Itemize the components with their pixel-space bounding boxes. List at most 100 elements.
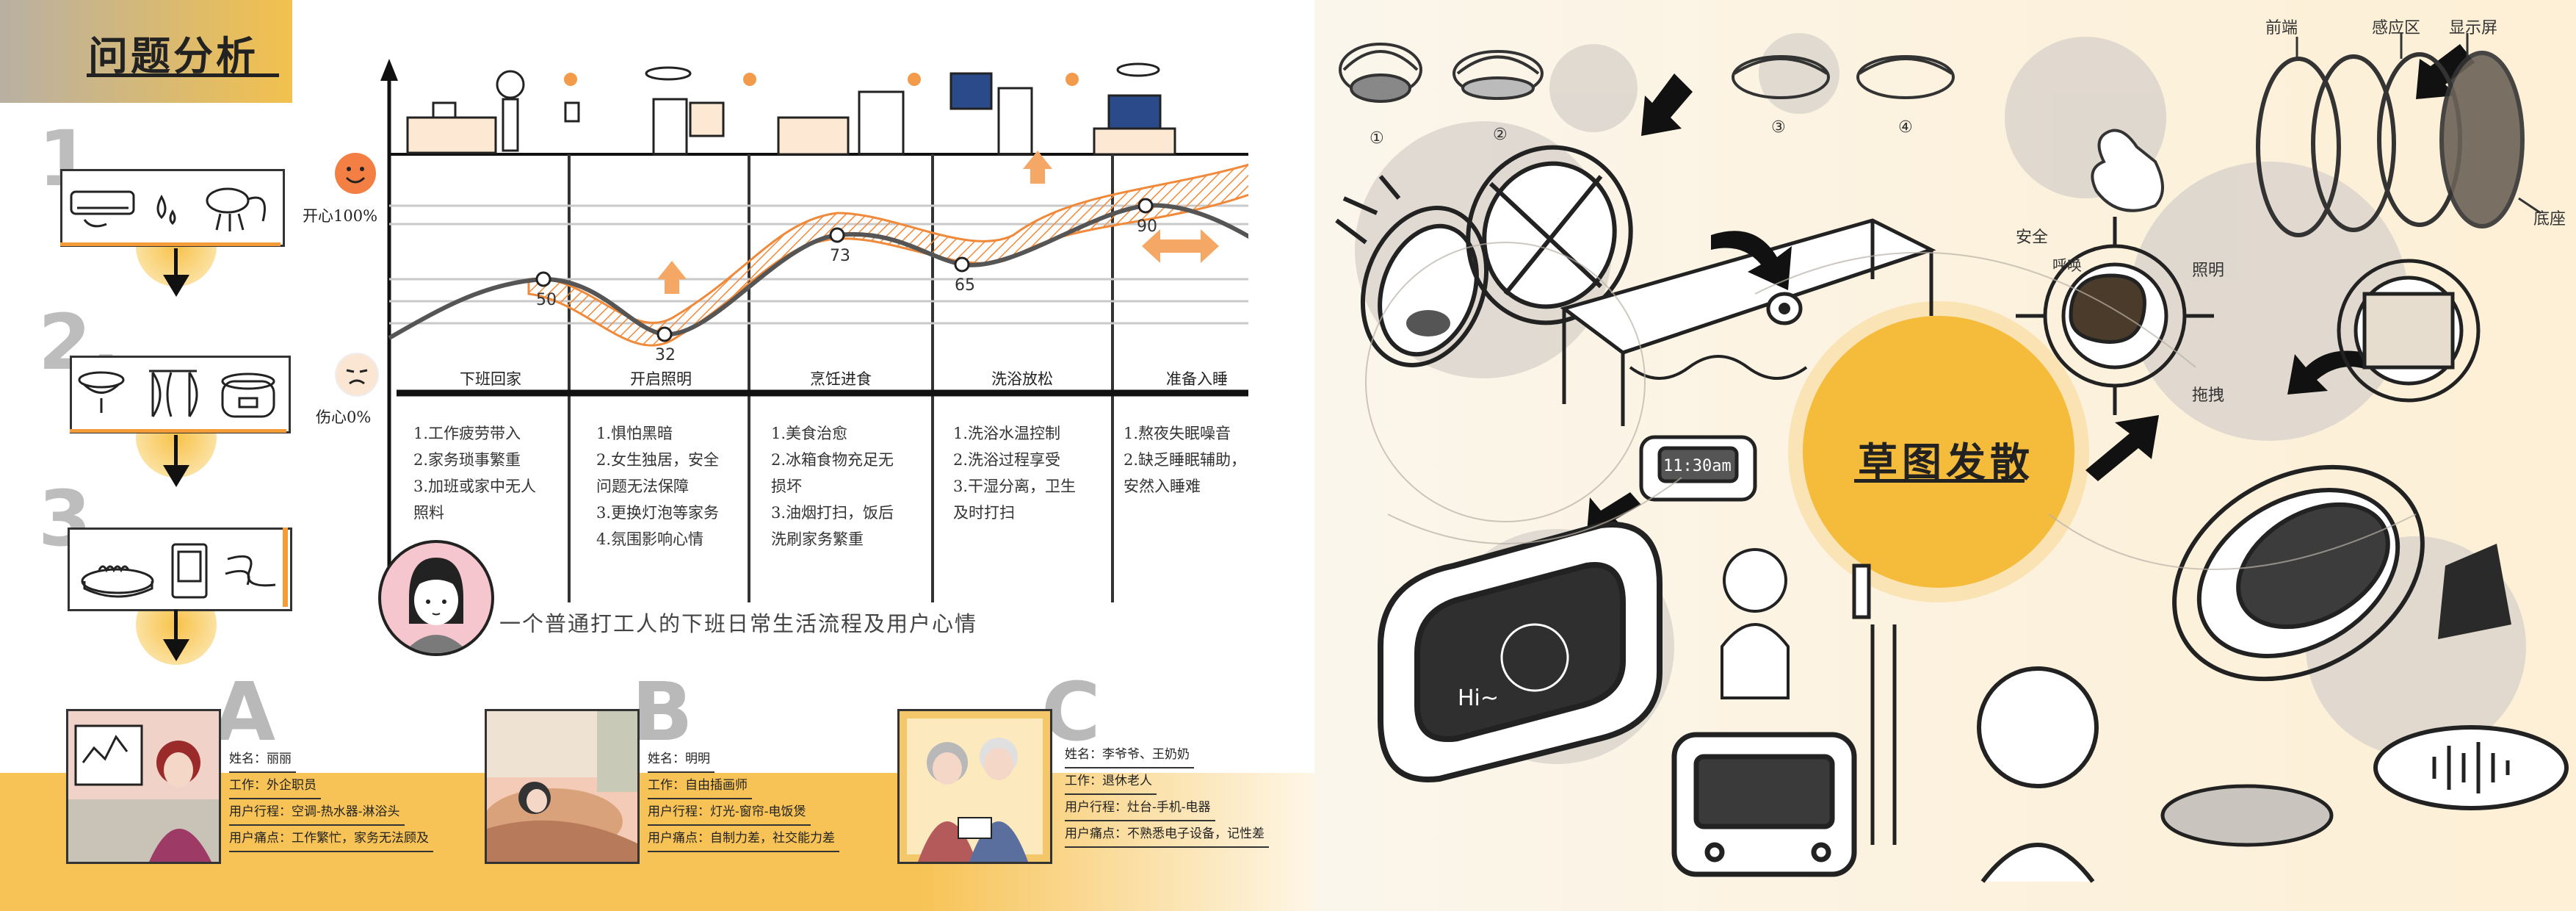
clock-text: 11:30am: [1663, 457, 1732, 475]
sketch-note: 照明: [2192, 262, 2224, 280]
arrow-stem-2: [174, 435, 178, 468]
sketch-note: 底座: [2533, 210, 2566, 228]
persona-name: 姓名：丽丽: [229, 746, 296, 773]
scene-dot: [1066, 73, 1079, 86]
pain-line: 2.女生独居，安全: [596, 451, 720, 469]
down-arrow-icon: [163, 639, 189, 661]
pain-line: 1.美食治愈: [771, 425, 848, 442]
persona-c-info: 姓名：李爷爷、王奶奶 工作：退休老人 用户行程：灶台-手机-电器 用户痛点：不熟…: [1065, 742, 1269, 848]
stage-label: 准备入睡: [1166, 370, 1228, 388]
y-bottom-label: 伤心0%: [316, 408, 372, 426]
persona-c-illustration: [897, 709, 1052, 864]
y-axis-arrow: [380, 59, 398, 81]
pain-line: 3.更换灯泡等家务: [596, 504, 720, 522]
point-label: 90: [1137, 217, 1157, 236]
point-label: 65: [955, 276, 975, 295]
scene-dot: [743, 73, 756, 86]
pain-line: 洗刷家务繁重: [771, 530, 864, 548]
stage-label: 烹饪进食: [810, 370, 872, 388]
sketch-drawings: ① ② ③ ④: [1335, 19, 2569, 883]
chart-caption: 一个普通打工人的下班日常生活流程及用户心情: [499, 611, 978, 636]
pain-line: 3.油烟打扫，饭后: [771, 504, 894, 522]
pain-points-4: 1.洗浴水温控制 2.洗浴过程享受 3.干湿分离，卫生 及时打扫: [953, 420, 1115, 526]
mood-journey-chart: 50 32 73 65 90: [380, 59, 1248, 602]
pain-line: 照料: [413, 504, 444, 522]
appliance-icons-1: [70, 187, 266, 231]
sketch-note: ②: [1493, 126, 1508, 144]
point-label: 32: [655, 346, 676, 364]
sketch-note: 感应区: [2372, 19, 2420, 37]
problem-card-3: [68, 527, 292, 611]
pain-line: 损坏: [771, 478, 802, 495]
persona-trip: 用户行程：空调-热水器-淋浴头: [229, 799, 405, 826]
persona-letter: B: [632, 665, 693, 759]
pain-line: 2.缺乏睡眠辅助，: [1124, 451, 1247, 469]
sketch-title: 草图发散: [1858, 439, 2034, 486]
pain-points-3: 1.美食治愈 2.冰箱食物充足无 损坏 3.油烟打扫，饭后 洗刷家务繁重: [771, 420, 933, 552]
sketch-title-underline: [1854, 479, 2025, 483]
sketch-note: 前端: [2265, 19, 2298, 37]
tablet-greeting: Hi~: [1458, 685, 1499, 711]
down-arrow-icon: [163, 275, 189, 297]
pain-line: 2.冰箱食物充足无: [771, 451, 894, 469]
persona-b-info: 姓名：明明 工作：自由插画师 用户行程：灯光-窗帘-电饭煲 用户痛点：自制力差，…: [648, 746, 839, 852]
pain-line: 4.氛围影响心情: [596, 530, 704, 548]
y-top-label: 开心100%: [303, 207, 378, 225]
point-label: 73: [830, 247, 850, 265]
pain-line: 2.家务琐事繁重: [413, 451, 521, 469]
pain-points-1: 1.工作疲劳带入 2.家务琐事繁重 3.加班或家中无人 照料: [413, 420, 575, 526]
pain-line: 3.加班或家中无人: [413, 478, 537, 495]
persona-trip: 用户行程：灯光-窗帘-电饭煲: [648, 799, 811, 826]
persona-job: 工作：自由插画师: [648, 773, 752, 799]
card-edge-3: [283, 527, 288, 607]
scene-dot: [908, 73, 921, 86]
mood-points: [535, 198, 1154, 342]
double-arrow-icon: [1142, 229, 1219, 263]
sketch-note: 拖拽: [2192, 386, 2224, 405]
problem-card-2: [70, 356, 291, 433]
stage-label: 下班回家: [460, 370, 521, 388]
pain-line: 1.惧怕黑暗: [596, 425, 673, 442]
persona-b-illustration: [485, 709, 640, 864]
persona-pain: 用户痛点：自制力差，社交能力差: [648, 826, 839, 852]
persona-name: 姓名：明明: [648, 746, 714, 773]
stage-label: 开启照明: [630, 370, 692, 388]
card-edge-1: [60, 242, 281, 246]
up-arrow-icon: [1023, 151, 1052, 184]
pain-line: 3.干湿分离，卫生: [953, 478, 1077, 495]
persona-a-illustration: [66, 709, 221, 864]
appliance-icons-3: [81, 543, 276, 599]
mood-band: [527, 163, 1248, 347]
sketch-note: 安全: [2016, 228, 2048, 247]
appliance-icons-2: [78, 370, 275, 418]
up-arrow-icon: [657, 261, 687, 294]
persona-job: 工作：外企职员: [229, 773, 321, 799]
persona-name: 姓名：李爷爷、王奶奶: [1065, 742, 1194, 768]
title-tab: 问题分析: [0, 0, 292, 103]
persona-pain: 用户痛点：工作繁忙，家务无法顾及: [229, 826, 433, 852]
persona-job: 工作：退休老人: [1065, 768, 1157, 795]
stage-label: 洗浴放松: [991, 370, 1053, 388]
sketch-note: ③: [1771, 118, 1786, 137]
pain-points-2: 1.惧怕黑暗 2.女生独居，安全 问题无法保障 3.更换灯泡等家务 4.氛围影响…: [596, 420, 758, 552]
problem-card-1: [60, 169, 285, 247]
pain-points-5: 1.熬夜失眠噪音 2.缺乏睡眠辅助， 安然入睡难: [1124, 420, 1285, 500]
problem-analysis-panel: 问题分析 1.: [0, 0, 1314, 911]
sketch-note: ④: [1898, 118, 1913, 137]
persona-trip: 用户行程：灶台-手机-电器: [1065, 795, 1215, 821]
sketch-sun: [1803, 316, 2074, 588]
avatar: [378, 540, 494, 656]
sketch-note: 显示屏: [2449, 19, 2497, 37]
arrow-stem-3: [174, 610, 178, 643]
card-edge-2: [70, 429, 286, 433]
down-arrow-icon: [163, 465, 189, 487]
happy-face-icon: [335, 153, 376, 194]
pain-line: 1.工作疲劳带入: [413, 425, 521, 442]
pain-line: 安然入睡难: [1124, 478, 1201, 495]
pain-line: 及时打扫: [953, 504, 1015, 522]
sketch-note: ①: [1370, 129, 1384, 148]
pain-line: 1.熬夜失眠噪音: [1124, 425, 1231, 442]
scene-dot: [564, 73, 577, 86]
pain-line: 问题无法保障: [596, 478, 689, 495]
